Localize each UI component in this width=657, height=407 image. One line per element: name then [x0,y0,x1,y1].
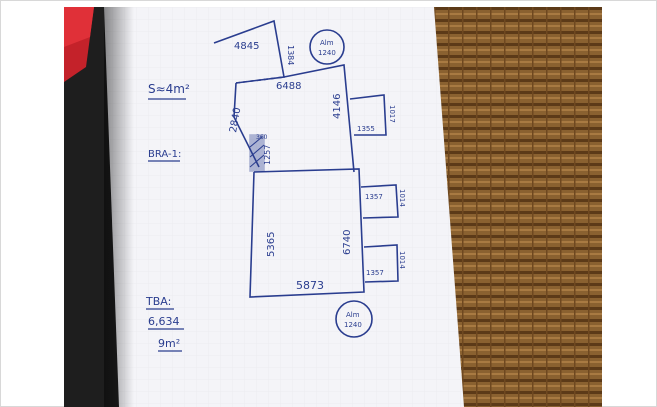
dim-middle-width: 6488 [276,81,301,92]
dim-left-slant: 2840 [228,107,243,134]
dim-top-height: 1384 [286,45,295,65]
dim-bottom-width: 5873 [296,279,324,292]
dim-bay-upper-w: 1355 [357,125,375,133]
dim-right-side-upper: 4146 [332,94,343,119]
floor-plan-sketch [213,19,399,338]
woven-mat [434,7,602,407]
dim-bay-mid-w: 1357 [365,193,383,201]
area-small-note: S≈4m² [148,82,190,96]
dim-small-left: 1257 [263,145,272,165]
tba-value: 6,634 [148,315,180,328]
dim-bay-mid-h: 1014 [398,189,406,207]
dim-lower-inner: 6740 [342,230,353,255]
circle-top-line2: 1240 [318,49,336,57]
photo-canvas: S≈4m² BRA-1: TBA: 6,634 9m² 4845 1384 64… [64,7,602,407]
tba-area: 9m² [158,337,180,350]
bra-label: BRA-1: [148,149,181,160]
dim-mini-mark: 360 [256,134,268,141]
dim-top-width: 4845 [234,41,259,52]
circle-bottom-line1: Alm [346,311,360,319]
circle-top-line1: Alm [320,39,334,47]
dim-bay-upper-h: 1017 [388,105,396,123]
circle-bottom-line2: 1240 [344,321,362,329]
dim-bay-low-h: 1014 [398,251,406,269]
tba-title: TBA: [145,295,171,308]
photo: S≈4m² BRA-1: TBA: 6,634 9m² 4845 1384 64… [64,7,602,407]
dim-lower-left: 5365 [266,232,277,257]
dim-bay-low-w: 1357 [366,269,384,277]
